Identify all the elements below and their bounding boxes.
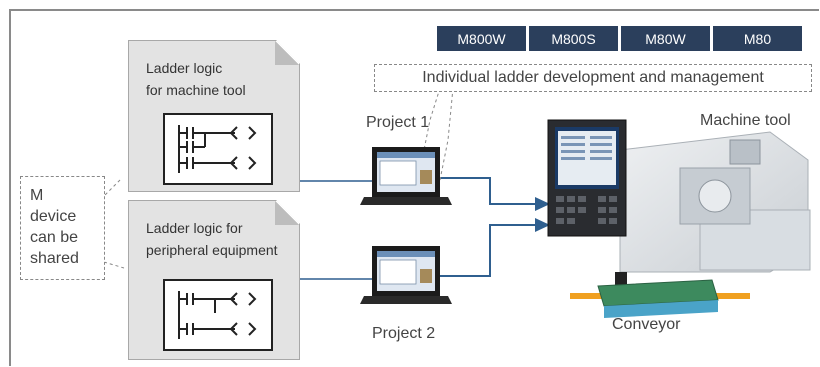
doc-machine-tool-line2: for machine tool (146, 82, 246, 98)
machine-tool-label: Machine tool (700, 112, 791, 129)
badge-m80w: M80W (621, 26, 710, 51)
callout-line-1: M (30, 187, 44, 204)
callout-line-2: device (30, 208, 77, 225)
doc-peripheral-line2: peripheral equipment (146, 242, 278, 258)
doc-machine-tool: Ladder logic for machine tool (128, 40, 300, 192)
doc-peripheral-equipment: Ladder logic for peripheral equipment (128, 200, 300, 360)
badge-m80: M80 (713, 26, 802, 51)
doc-peripheral-line1: Ladder logic for (146, 220, 243, 236)
project1-label: Project 1 (366, 114, 430, 131)
callout-line-4: shared (30, 250, 79, 267)
callout-individual-development-text: Individual ladder development and manage… (422, 69, 764, 86)
ladder-diagram-icon (163, 113, 273, 185)
ladder-diagram-icon (163, 279, 273, 351)
project2-label: Project 2 (372, 325, 436, 342)
doc-machine-tool-line1: Ladder logic (146, 60, 223, 76)
callout-line-3: can be (30, 229, 79, 246)
callout-individual-development: Individual ladder development and manage… (374, 64, 812, 92)
model-badges: M800W M800S M80W M80 (437, 26, 802, 51)
badge-m800s: M800S (529, 26, 618, 51)
callout-m-device-shared: M device can be shared (20, 176, 105, 280)
conveyor-label: Conveyor (612, 316, 681, 333)
badge-m800w: M800W (437, 26, 526, 51)
figure-frame (9, 9, 819, 366)
